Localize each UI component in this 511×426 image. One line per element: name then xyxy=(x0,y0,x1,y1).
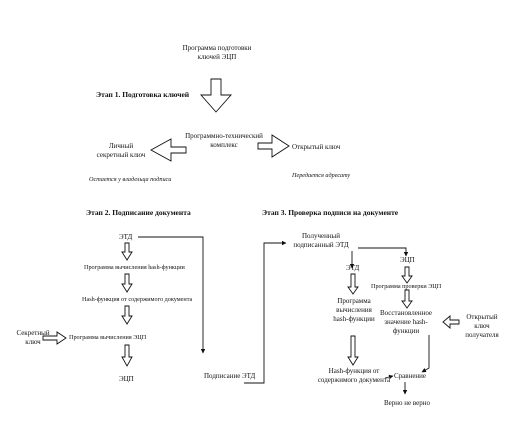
hollow-arrow xyxy=(121,273,133,293)
program-title: Программа подготовки ключей ЭЦП xyxy=(182,44,252,61)
signature-node: ЭЦП xyxy=(119,375,134,383)
stage3-title: Этап 3. Проверка подписи на документе xyxy=(262,208,399,217)
hash-of-doc3-node: Hash-функция от содержимого документа xyxy=(317,367,391,384)
big-down-arrow xyxy=(200,78,232,113)
hollow-arrow xyxy=(121,242,133,261)
result-node: Верно не верно xyxy=(384,399,430,407)
stage2-title: Этап 2. Подписание документа xyxy=(86,208,191,217)
to-stage3-line xyxy=(244,240,287,384)
restored-hash-node: Восстановленное значение hash-функции xyxy=(379,309,433,335)
hollow-arrow xyxy=(121,305,133,325)
compare-node: Сравнение xyxy=(394,372,427,380)
hollow-arrow xyxy=(347,273,359,295)
check-program-node: Программа проверки ЭЦП xyxy=(371,283,442,290)
hash-program-node: Программа вычисления hash-функции xyxy=(84,264,185,271)
signing-line xyxy=(138,236,206,354)
complex-label: Программно-технический комплекс xyxy=(185,132,263,149)
right-block-arrow xyxy=(257,134,290,158)
sign-program-node: Программа вычисления ЭЦП xyxy=(69,334,147,341)
received-node: Полученный подписанный ЭТД xyxy=(293,232,349,249)
secret-key-node: Секретный ключ xyxy=(16,329,50,346)
stage1-title: Этап 1. Подготовка ключей xyxy=(96,90,190,99)
hollow-arrow xyxy=(347,335,359,366)
etd-node: ЭТД xyxy=(119,233,133,241)
hash-program3-node: Программа вычисления hash-функции xyxy=(333,297,375,323)
receiver-public-key-node: Открытый ключ получателя xyxy=(465,313,499,339)
hollow-arrow xyxy=(121,344,133,367)
hollow-arrow xyxy=(401,266,413,284)
eds3-node: ЭЦП xyxy=(400,256,415,264)
etd3-node: ЭТД xyxy=(346,264,360,272)
hollow-arrow-right xyxy=(42,331,67,345)
hollow-arrow-left xyxy=(442,315,460,329)
hollow-arrow xyxy=(401,289,413,309)
public-key-note: Передается адресату xyxy=(292,172,351,179)
left-block-arrow xyxy=(150,138,187,162)
private-key-label: Личный секретный ключ xyxy=(96,142,146,159)
signing-label: Подписание ЭТД xyxy=(204,372,256,380)
hash-of-doc-node: Hash-функция от содержимого документа xyxy=(82,296,193,303)
public-key-label: Открытый ключ xyxy=(292,143,341,151)
private-key-note: Остается у владельца подписи xyxy=(89,176,172,183)
